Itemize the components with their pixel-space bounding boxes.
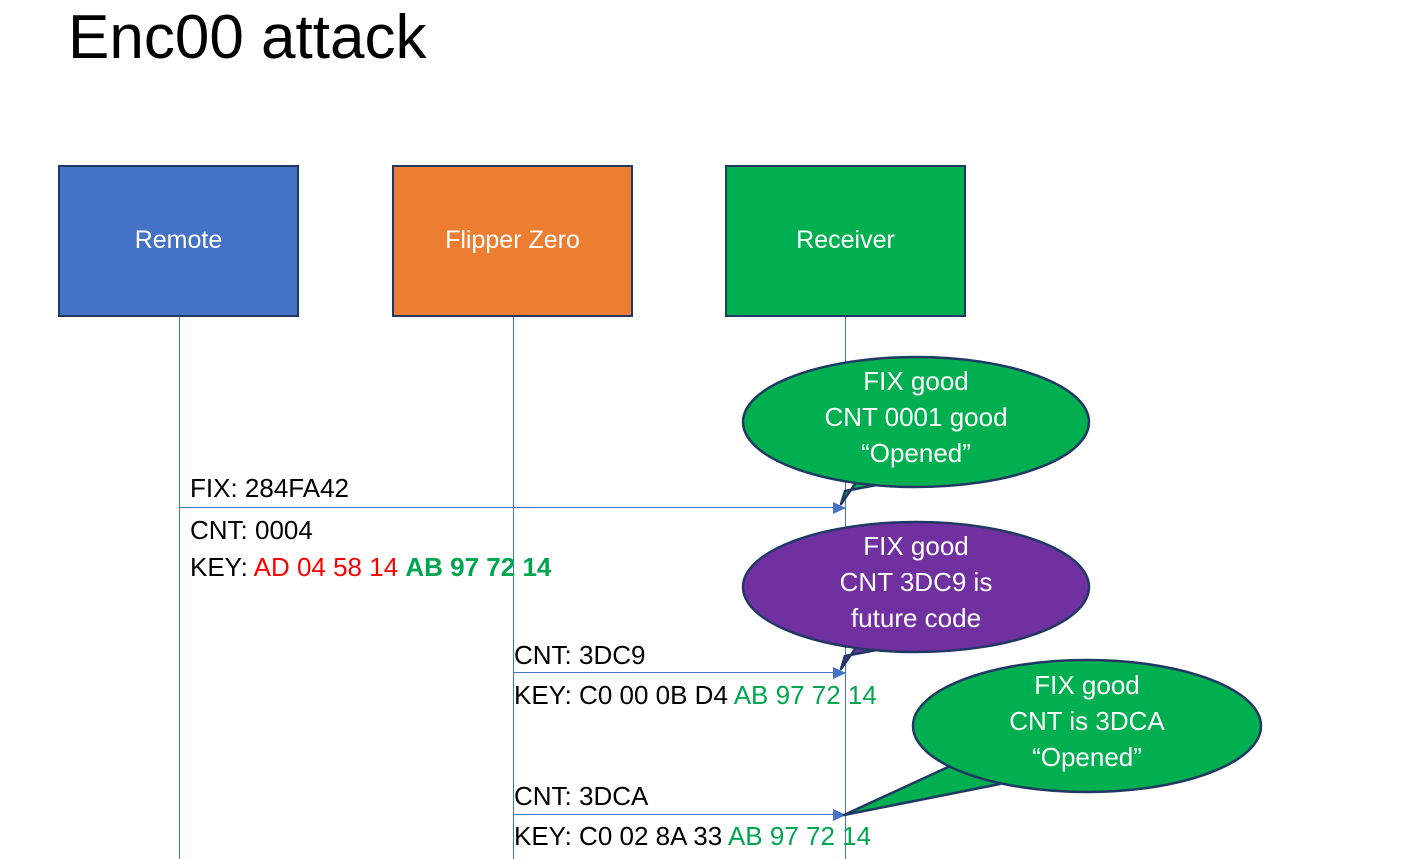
- message-arrow-2: [514, 667, 846, 679]
- message-3-cnt-label: CNT: 3DCA: [514, 781, 649, 811]
- message-2-cnt-label: CNT: 3DC9: [514, 640, 646, 670]
- callout-1-shape: [741, 355, 1091, 506]
- callout-receiver-response-1[interactable]: FIX good CNT 0001 good “Opened”: [741, 352, 1091, 512]
- message-1-key-label: KEY: AD 04 58 14 AB 97 72 14: [190, 552, 551, 583]
- actor-label-receiver: Receiver: [796, 226, 895, 255]
- actor-box-flipper[interactable]: Flipper Zero: [392, 165, 633, 317]
- message-arrow-3: [514, 809, 846, 821]
- message-1-key-part1: AD 04 58 14: [253, 552, 406, 582]
- lifeline-flipper: [513, 317, 514, 859]
- message-2-key-prefix: KEY: C0 00 0B D4: [514, 680, 734, 710]
- message-3-key-part2: AB 97 72 14: [727, 821, 872, 851]
- page-title: Enc00 attack: [68, 3, 427, 72]
- callout-3-shape: [842, 658, 1263, 817]
- actor-label-flipper: Flipper Zero: [445, 226, 580, 255]
- lifeline-remote: [179, 317, 180, 859]
- message-1-key-part2: AB 97 72 14: [405, 552, 552, 582]
- message-1-cnt-label: CNT: 0004: [190, 515, 313, 545]
- callout-receiver-response-3[interactable]: FIX good CNT is 3DCA “Opened”: [842, 655, 1263, 819]
- message-arrow-1: [180, 502, 846, 514]
- message-3-key-label: KEY: C0 02 8A 33 AB 97 72 14: [514, 821, 871, 852]
- message-1-key-prefix: KEY:: [190, 552, 254, 582]
- actor-box-remote[interactable]: Remote: [58, 165, 299, 317]
- callout-receiver-response-2[interactable]: FIX good CNT 3DC9 is future code: [741, 517, 1091, 677]
- message-3-key-prefix: KEY: C0 02 8A 33: [514, 821, 728, 851]
- message-2-key-label: KEY: C0 00 0B D4 AB 97 72 14: [514, 680, 877, 711]
- callout-2-shape: [741, 520, 1091, 671]
- message-1-fix-label: FIX: 284FA42: [190, 473, 349, 503]
- actor-box-receiver[interactable]: Receiver: [725, 165, 966, 317]
- message-2-key-part2: AB 97 72 14: [733, 680, 877, 710]
- actor-label-remote: Remote: [134, 226, 223, 255]
